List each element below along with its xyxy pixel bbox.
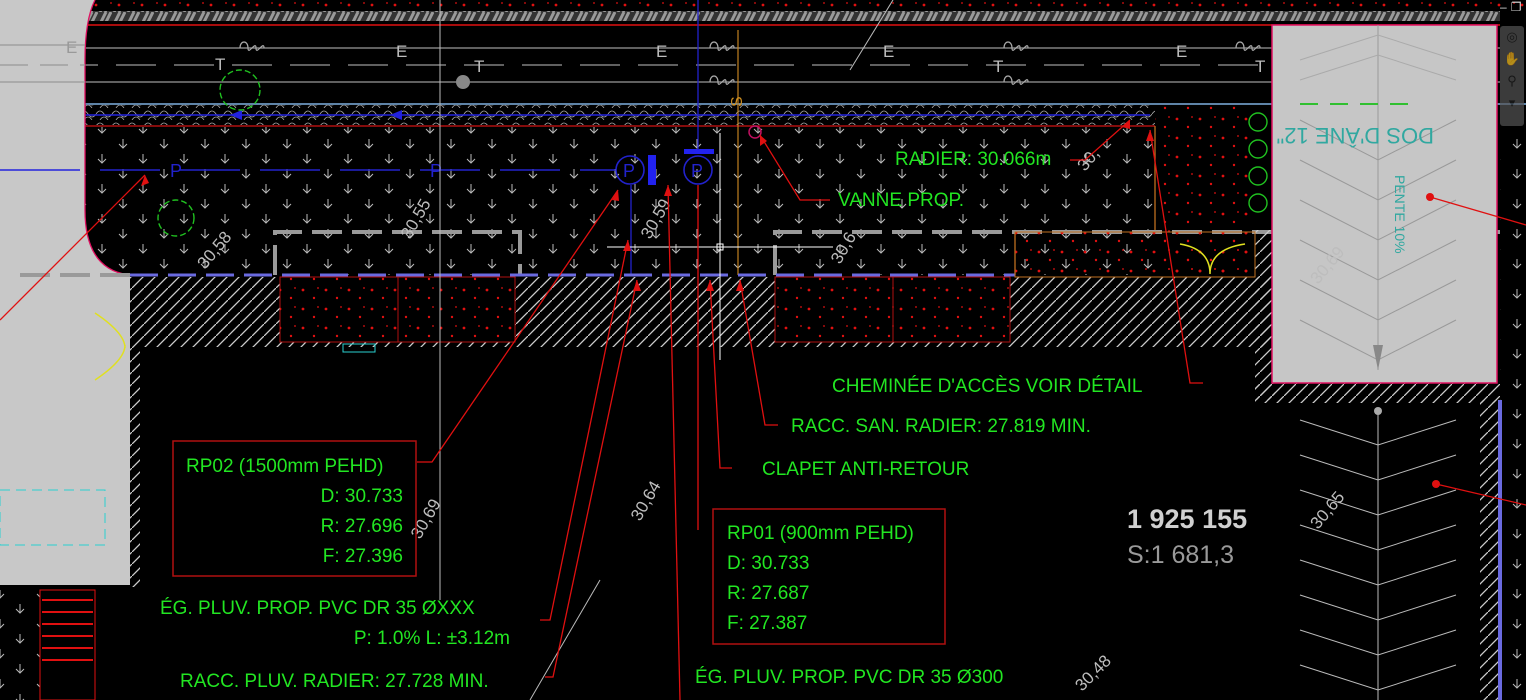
road-band: [0, 11, 1500, 21]
valve-symbol: [748, 125, 762, 139]
utility-lines: [0, 47, 1500, 83]
svg-text:F: 27.387: F: 27.387: [727, 613, 807, 634]
left-paved-area: [0, 0, 130, 585]
eg-pluv-xxx-label: ÉG. PLUV. PROP. PVC DR 35 ØXXX: [160, 598, 475, 619]
svg-text:RP01 (900mm PEHD): RP01 (900mm PEHD): [727, 523, 914, 544]
svg-text:R: 27.696: R: 27.696: [321, 516, 403, 537]
viewport-controls: – ❐ ✕: [1500, 0, 1526, 20]
svg-text:P: P: [691, 161, 703, 181]
minimize-button[interactable]: –: [1500, 0, 1507, 14]
coordinate-readout: 1 925 155: [1127, 504, 1247, 534]
leader-lines: [0, 119, 1526, 700]
cheminee-label: CHEMINÉE D'ACCÈS VOIR DÉTAIL: [832, 376, 1143, 397]
check-valve: [648, 155, 656, 185]
construction-lines: [439, 0, 894, 700]
svg-text:P: P: [170, 161, 182, 181]
svg-text:T: T: [474, 57, 484, 76]
vanne-label: VANNE PROP.: [838, 190, 964, 211]
eg-pluv-300-label: ÉG. PLUV. PROP. PVC DR 35 Ø300: [695, 667, 1003, 688]
svg-text:30,64: 30,64: [627, 478, 665, 524]
drainage-arrow-field: [85, 127, 1155, 275]
navigation-bar[interactable]: ◎ ✋ ⚲ ▾: [1500, 26, 1524, 126]
svg-text:RP02 (1500mm PEHD): RP02 (1500mm PEHD): [186, 456, 383, 477]
racc-pluv-label: RACC. PLUV. RADIER: 27.728 MIN.: [180, 671, 489, 692]
svg-text:E: E: [396, 42, 407, 61]
catch-basin-rp02[interactable]: P: [615, 155, 645, 185]
top-fill: [0, 0, 1526, 10]
svg-text:E: E: [656, 42, 667, 61]
line-code-e-left: E: [66, 38, 77, 57]
manhole-symbol: [456, 75, 470, 89]
radier-label: RADIER: 30.066m: [895, 149, 1051, 170]
svg-text:T: T: [1255, 57, 1265, 76]
racc-san-label: RACC. SAN. RADIER: 27.819 MIN.: [791, 416, 1091, 437]
svg-text:S: S: [729, 96, 746, 107]
zoom-icon[interactable]: ⚲: [1507, 73, 1517, 88]
catch-basin-rp01[interactable]: P: [683, 149, 714, 185]
svg-text:D: 30.733: D: 30.733: [727, 553, 809, 574]
rp01-callout[interactable]: RP01 (900mm PEHD) D: 30.733 R: 27.687 F:…: [712, 508, 946, 645]
pan-icon[interactable]: ✋: [1503, 51, 1521, 66]
svg-text:E: E: [1176, 42, 1187, 61]
svg-text:E: E: [883, 42, 894, 61]
shrub-symbols: [157, 69, 1268, 237]
svg-text:D: 30.733: D: 30.733: [321, 486, 403, 507]
scale-readout: S:1 681,3: [1127, 541, 1234, 569]
orbit-icon[interactable]: ▾: [1508, 95, 1516, 110]
speed-bump-ramp: DOS D'ÂNE 12" PENTE 10%: [1271, 24, 1498, 384]
eg-pluv-xxx-sub: P: 1.0% L: ±3.12m: [354, 628, 510, 649]
svg-text:P: P: [430, 161, 442, 181]
steering-wheel-icon[interactable]: ◎: [1506, 29, 1518, 44]
svg-text:DOS D'ÂNE 12": DOS D'ÂNE 12": [1276, 123, 1434, 148]
svg-text:PENTE 10%: PENTE 10%: [1392, 175, 1408, 254]
svg-text:30,48: 30,48: [1071, 651, 1115, 695]
line-codes: E E E E T T T T: [215, 42, 1265, 76]
svg-text:R: 27.687: R: 27.687: [727, 583, 809, 604]
clapet-label: CLAPET ANTI-RETOUR: [762, 459, 969, 480]
rp02-callout[interactable]: RP02 (1500mm PEHD) D: 30.733 R: 27.696 F…: [172, 440, 417, 577]
coil-symbols: [239, 41, 1261, 85]
crosshair-cursor: [607, 133, 833, 360]
svg-text:T: T: [215, 55, 225, 74]
svg-text:F: 27.396: F: 27.396: [323, 546, 403, 567]
restore-button[interactable]: ❐: [1510, 0, 1522, 14]
svg-text:P: P: [623, 161, 635, 181]
svg-text:T: T: [993, 57, 1003, 76]
svg-text:30,69: 30,69: [407, 496, 445, 542]
